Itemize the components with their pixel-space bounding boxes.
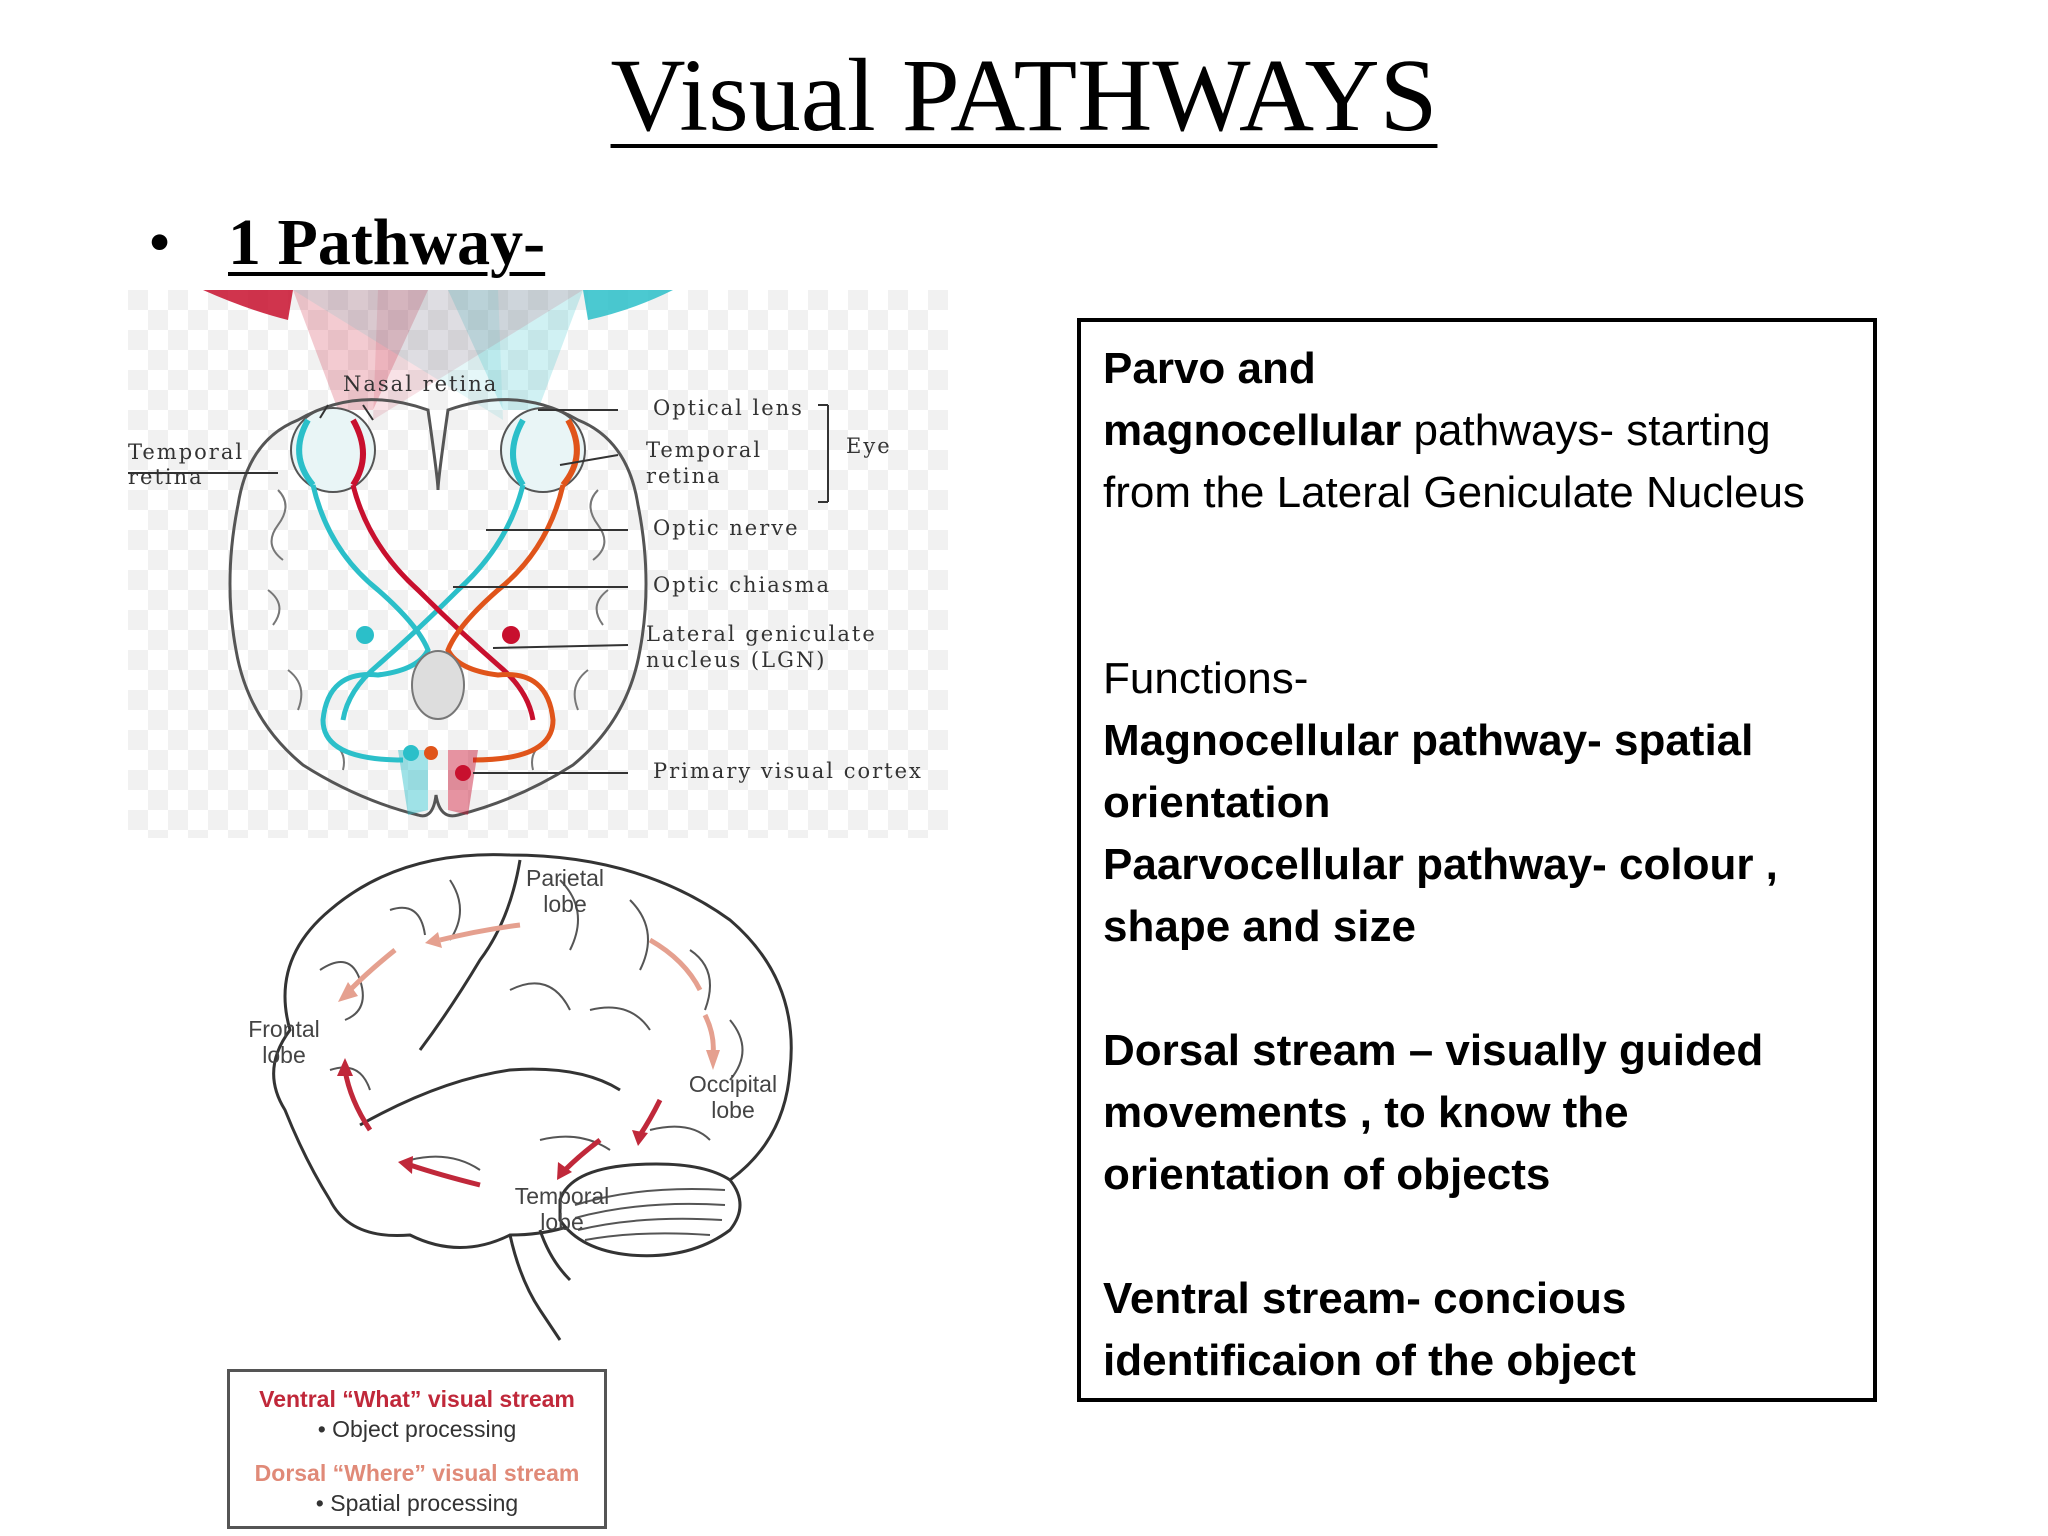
ventral-arrowhead-4 [337, 1058, 353, 1076]
ventral-stream-text: Ventral stream- concious identificaion o… [1103, 1274, 1636, 1385]
label-temporal-1: Temporal [515, 1183, 610, 1209]
label-frontal-1: Frontal [248, 1016, 320, 1042]
dorsal-stream-text: Dorsal stream – visually guided movement… [1103, 1026, 1764, 1199]
label-optic-chiasma: Optic chiasma [653, 573, 831, 597]
label-temporal-retina-left-2: retina [128, 465, 204, 489]
pathway-description-rest: pathways- starting from the Lateral Geni… [1103, 406, 1805, 517]
light-cone-left [293, 290, 428, 410]
brain-gyri-left [267, 489, 345, 771]
pathway-description: magnocellular pathways- starting from th… [1103, 400, 1851, 524]
cerebellum [558, 1162, 742, 1258]
brain-outline [228, 398, 648, 818]
label-temporal-retina-right-2: retina [646, 464, 722, 488]
left-eye [290, 407, 376, 493]
brain-lobes-diagram: Parietal lobe Frontal lobe Occipital lob… [248, 853, 793, 1341]
label-frontal-2: lobe [262, 1042, 305, 1068]
lateral-sulcus [359, 1067, 621, 1127]
spacer [1103, 958, 1851, 1020]
midbrain [411, 650, 465, 720]
label-optic-nerve: Optic nerve [653, 516, 800, 540]
lgn-left-dot [356, 626, 374, 644]
label-temporal-retina-right-1: Temporal [646, 438, 762, 462]
light-cone-cross-a [373, 290, 583, 420]
optic-pathway-diagram: Nasal retina Temporal retina Optical len… [128, 290, 948, 838]
left-eye-retina-nasal [350, 418, 366, 487]
label-parietal-2: lobe [543, 891, 586, 917]
parvo-function: Paarvocellular pathway- colour , shape a… [1103, 840, 1778, 951]
label-pointer-lines [128, 404, 829, 774]
red-pathway-a [350, 484, 536, 721]
label-occipital-2: lobe [711, 1097, 754, 1123]
orange-pathway-b [445, 484, 566, 763]
light-cone-cross-b [293, 290, 503, 420]
ventral-arrowhead-2 [557, 1162, 572, 1180]
right-eye-retina [560, 418, 580, 487]
label-lgn-2: nucleus (LGN) [646, 648, 826, 672]
ventral-arrowhead-3 [398, 1156, 413, 1174]
magno-function: Magnocellular pathway- spatial orientati… [1103, 716, 1754, 827]
spacer [1103, 1206, 1851, 1268]
label-nasal-retina: Nasal retina [343, 372, 498, 396]
central-sulcus [418, 859, 522, 1051]
bullet-item: • 1 Pathway- [148, 205, 545, 281]
label-temporal-2: lobe [540, 1209, 583, 1235]
info-textbox: Parvo and magnocellular pathways- starti… [1077, 318, 1877, 1402]
label-eye: Eye [846, 434, 892, 458]
legend-ventral-desc: • Object processing [317, 1416, 517, 1442]
label-occipital-1: Occipital [689, 1071, 777, 1097]
label-parietal-1: Parietal [526, 865, 604, 891]
brainstem [508, 1229, 572, 1341]
dorsal-arrowhead-1 [425, 932, 442, 948]
left-eye-retina [296, 418, 316, 487]
parvo-heading: Parvo and [1103, 344, 1316, 393]
dorsal-arrowhead-2 [338, 982, 358, 1002]
cortex-right [448, 750, 478, 815]
cerebellum-folia [574, 1188, 726, 1241]
stream-legend: Ventral “What” visual stream • Object pr… [227, 1369, 607, 1529]
label-lgn-1: Lateral geniculate [646, 622, 877, 646]
cortex-left-dot [403, 745, 419, 761]
page-title: Visual PATHWAYS [610, 38, 1438, 153]
lgn-right-dot [502, 626, 520, 644]
cyan-pathway-a [310, 484, 431, 763]
dorsal-arrowhead-3 [706, 1050, 720, 1070]
spacer [1103, 524, 1851, 648]
bullet-symbol: • [148, 206, 172, 279]
cortex-right-dot [455, 765, 471, 781]
light-cone-right [448, 290, 583, 410]
label-primary-visual-cortex: Primary visual cortex [653, 759, 923, 783]
legend-ventral-title: Ventral “What” visual stream [259, 1386, 575, 1412]
slide-title: Visual PATHWAYS [0, 36, 2048, 155]
visual-field-right [583, 290, 673, 320]
label-temporal-retina-left-1: Temporal [128, 440, 244, 464]
cortex-right-dot-2 [424, 746, 438, 760]
cortex-left [398, 750, 428, 815]
visual-field-left [203, 290, 293, 320]
right-eye-retina-nasal [510, 418, 526, 487]
functions-heading: Functions- [1103, 654, 1309, 703]
bullet-text: 1 Pathway- [228, 206, 546, 279]
legend-dorsal-desc: • Spatial processing [315, 1490, 519, 1516]
cyan-pathway-b [340, 484, 526, 721]
magnocellular-word: magnocellular [1103, 406, 1402, 455]
right-eye [500, 407, 586, 493]
ventral-arrowhead-1 [632, 1130, 648, 1146]
brain-gyri-right [531, 489, 609, 771]
legend-dorsal-title: Dorsal “Where” visual stream [254, 1460, 580, 1486]
label-optical-lens: Optical lens [653, 396, 804, 420]
